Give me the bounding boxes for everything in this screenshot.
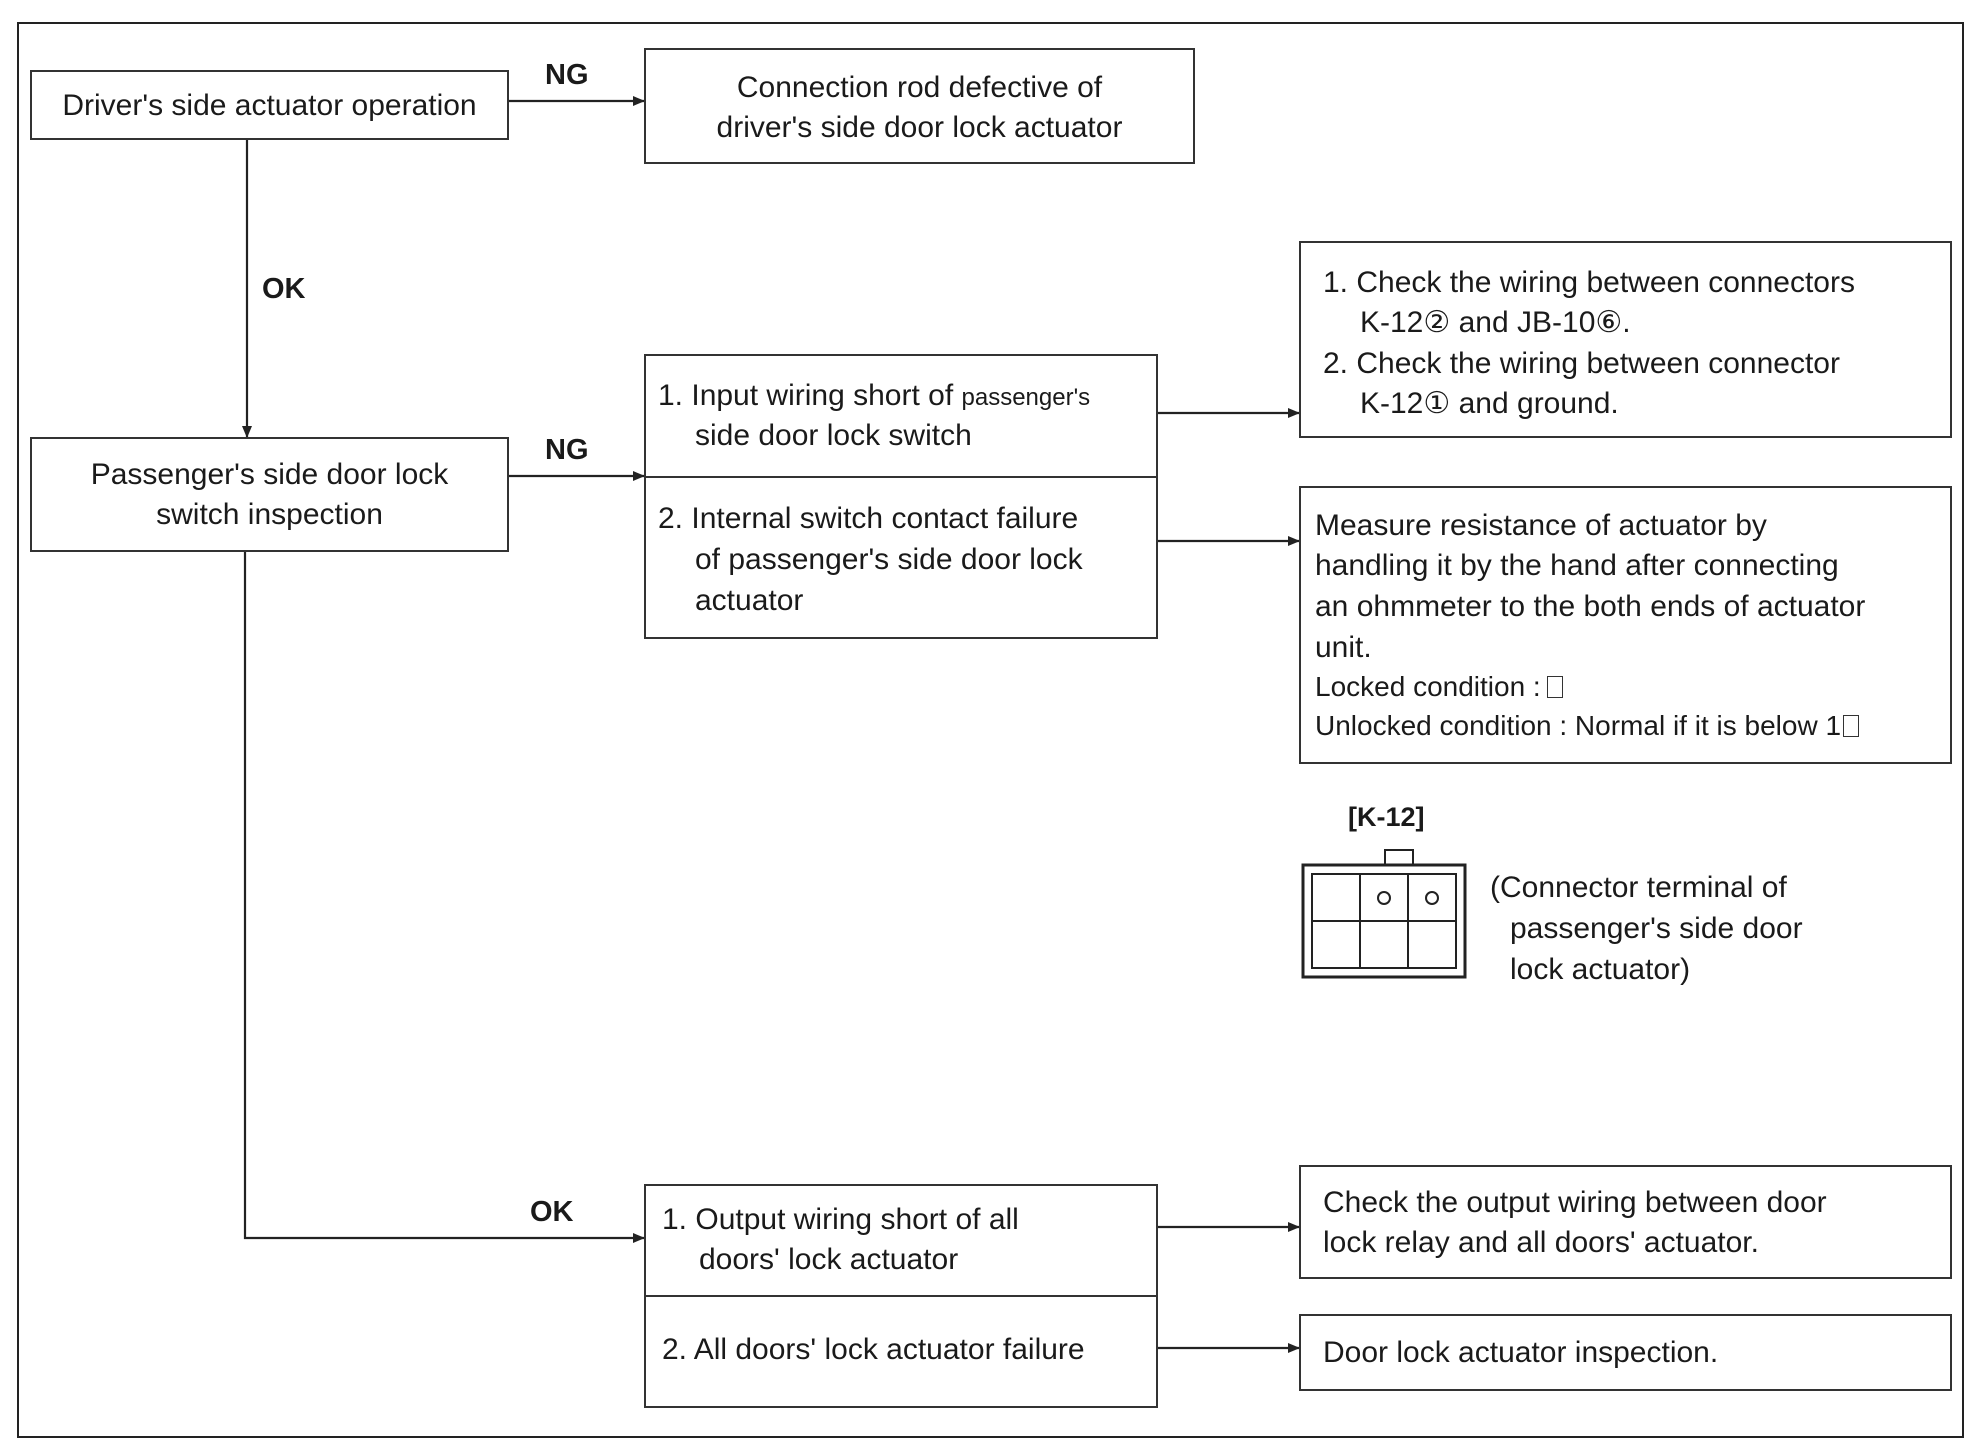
connector-caption-line3: lock actuator) [1510,953,1691,986]
group-divider [646,1295,1156,1297]
connector-title: [K-12] [1348,802,1425,832]
node-text-line: Connection rod defective of [736,71,1103,104]
measure-line: Measure resistance of actuator by [1315,509,1767,542]
node-check-output-wiring: Check the output wiring between door loc… [1299,1165,1952,1279]
node-text-line: Passenger's side door lock [90,458,449,491]
check-wiring-line1: 1. Check the wiring between connectors [1323,266,1855,299]
cause-input-wiring-line2: side door lock switch [695,419,972,452]
measure-unlocked: Unlocked condition : Normal if it is bel… [1315,706,1860,746]
diagram-frame [17,22,1964,1438]
node-passenger-switch: Passenger's side door lock switch inspec… [30,437,509,552]
cause-internal-contact-line3: actuator [695,584,804,617]
line-passenger-ok-down [243,552,645,1243]
ng-label-2: NG [545,434,589,466]
group-divider [646,476,1156,478]
measure-line: an ohmmeter to the both ends of actuator [1315,590,1866,623]
node-group-all-doors-causes: 1. Output wiring short of all doors' loc… [644,1184,1158,1408]
cause-input-wiring-line1: 1. Input wiring short of passenger's [658,379,1091,412]
cause-internal-contact-line2: of passenger's side door lock [695,543,1083,576]
measure-locked: Locked condition : [1315,667,1563,707]
node-text-line: driver's side door lock actuator [716,111,1123,144]
measure-line: unit. [1315,631,1372,664]
unknown-glyph-box [1546,676,1563,698]
check-wiring-line2: K-12② and JB-10⑥. [1360,306,1631,339]
node-group-passenger-causes: 1. Input wiring short of passenger's sid… [644,354,1158,639]
check-output-line2: lock relay and all doors' actuator. [1323,1226,1759,1259]
cause-output-wiring-line2: doors' lock actuator [699,1243,959,1276]
ok-label-2: OK [530,1196,574,1228]
node-measure-resistance: Measure resistance of actuator by handli… [1299,486,1952,764]
ng-label-1: NG [545,59,589,91]
measure-line: handling it by the hand after connecting [1315,549,1839,582]
cause-output-wiring-line1: 1. Output wiring short of all [662,1203,1019,1236]
connector-caption-line1: (Connector terminal of [1490,871,1787,904]
node-door-lock-inspection: Door lock actuator inspection. [1299,1314,1952,1391]
node-driver-actuator: Driver's side actuator operation [30,70,509,140]
check-wiring-line4: K-12① and ground. [1360,387,1619,420]
cause-all-doors-failure: 2. All doors' lock actuator failure [662,1333,1085,1366]
node-check-wiring: 1. Check the wiring between connectors K… [1299,241,1952,438]
ok-label-1: OK [262,273,306,305]
unknown-glyph-box [1843,715,1860,737]
node-connection-rod: Connection rod defective of driver's sid… [644,48,1195,164]
node-text-line: switch inspection [156,498,383,531]
check-wiring-line3: 2. Check the wiring between connector [1323,347,1840,380]
cause-internal-contact-line1: 2. Internal switch contact failure [658,502,1079,535]
connector-caption-line2: passenger's side door [1510,912,1803,945]
door-lock-inspection-text: Door lock actuator inspection. [1323,1336,1719,1369]
connector-k12-icon [1301,849,1467,979]
node-text: Driver's side actuator operation [62,89,477,122]
check-output-line1: Check the output wiring between door [1323,1186,1827,1219]
